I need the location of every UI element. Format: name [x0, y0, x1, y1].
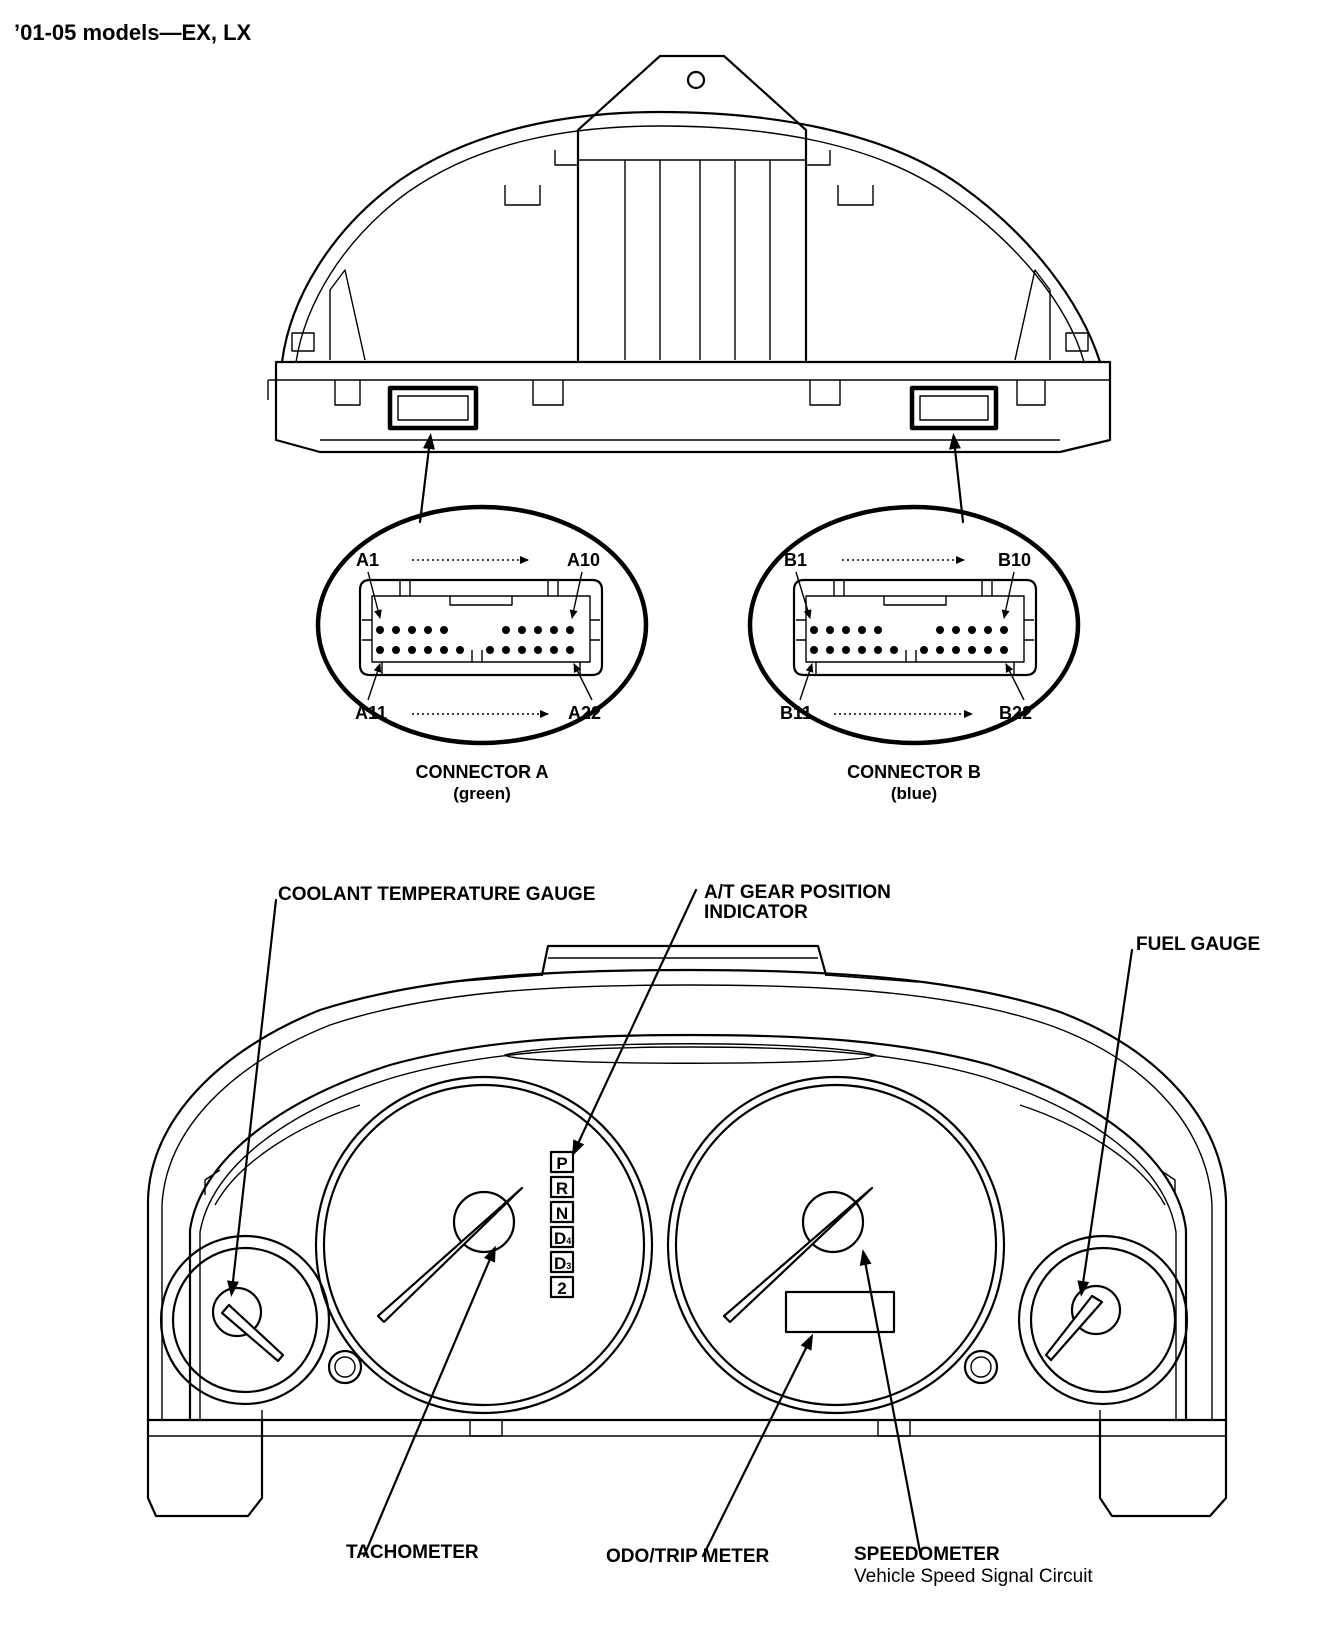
connector-pin	[810, 646, 818, 654]
connector-pin	[486, 646, 494, 654]
gear-position-box	[549, 1200, 575, 1224]
fuel-gauge-label: FUEL GAUGE	[1136, 934, 1260, 955]
connector-pin	[968, 646, 976, 654]
connector-b-pins	[810, 626, 1008, 654]
connector-pin	[408, 646, 416, 654]
gear-position-d4: D4	[554, 1229, 571, 1248]
connector-a-pin-a11: A11	[355, 703, 387, 723]
connector-pin	[920, 646, 928, 654]
connector-pin	[424, 646, 432, 654]
gear-position-p: P	[556, 1154, 567, 1173]
connector-a-pin-a10: A10	[567, 550, 600, 570]
connector-pin	[874, 626, 882, 634]
connector-a: A1 A10 A11 A22	[315, 504, 649, 746]
connector-pin	[826, 646, 834, 654]
connector-pin	[566, 626, 574, 634]
connector-pin	[890, 646, 898, 654]
connector-pin	[534, 646, 542, 654]
connector-pin	[518, 646, 526, 654]
gear-position-d3: D3	[554, 1254, 571, 1273]
connector-pin	[424, 626, 432, 634]
connector-pin	[456, 646, 464, 654]
diagram-title: ’01-05 models—EX, LX	[14, 20, 252, 45]
fuel-gauge	[1017, 1234, 1189, 1406]
coolant-needle-icon	[220, 1303, 285, 1363]
connector-b-pin-b22: B22	[999, 703, 1032, 723]
cluster-rear-view	[267, 54, 1112, 454]
gear-position-box	[549, 1175, 575, 1199]
connector-b: B1 B10 B11 B22	[747, 504, 1081, 746]
tachometer-label: TACHOMETER	[346, 1542, 479, 1563]
connector-pin	[502, 646, 510, 654]
connector-a-color: (green)	[453, 784, 511, 803]
connector-b-socket	[909, 385, 999, 431]
connector-b-pin-b10: B10	[998, 550, 1031, 570]
connector-pin	[858, 626, 866, 634]
connector-pin	[1000, 626, 1008, 634]
gear-position-r: R	[556, 1179, 568, 1198]
connector-pin	[810, 626, 818, 634]
mounting-hole-icon	[686, 70, 706, 90]
connector-pin	[534, 626, 542, 634]
coolant-temperature-gauge-label: COOLANT TEMPERATURE GAUGE	[278, 884, 595, 905]
connector-pin	[376, 626, 384, 634]
gear-position-indicator-label-2: INDICATOR	[704, 902, 808, 923]
connector-b-label: CONNECTOR B	[847, 762, 981, 782]
gear-position-n: N	[556, 1204, 568, 1223]
tachometer-needle-icon	[376, 1186, 524, 1324]
connector-pin	[952, 626, 960, 634]
vehicle-speed-signal-label: Vehicle Speed Signal Circuit	[854, 1566, 1093, 1587]
connector-pin	[518, 626, 526, 634]
connector-pin	[858, 646, 866, 654]
connector-a-pin-a1: A1	[356, 550, 379, 570]
connector-b-color: (blue)	[891, 784, 937, 803]
fuel-needle-icon	[1044, 1294, 1104, 1362]
connector-pin	[842, 646, 850, 654]
connector-pin	[826, 626, 834, 634]
speedometer-label: SPEEDOMETER	[854, 1544, 1000, 1565]
gear-position-indicator-label-1: A/T GEAR POSITION	[704, 882, 891, 903]
connector-pin	[376, 646, 384, 654]
connector-pin	[566, 646, 574, 654]
connector-pin	[392, 646, 400, 654]
speedometer	[666, 1075, 1006, 1415]
connector-pin	[550, 646, 558, 654]
gear-position-box	[549, 1250, 575, 1274]
connector-pin	[984, 626, 992, 634]
connector-pin	[392, 626, 400, 634]
connector-b-pin-b1: B1	[784, 550, 807, 570]
connector-a-socket	[387, 385, 479, 431]
connector-pin	[936, 646, 944, 654]
connector-pin	[1000, 646, 1008, 654]
speedometer-needle-icon	[722, 1186, 874, 1324]
connector-pin	[550, 626, 558, 634]
connector-pin	[968, 626, 976, 634]
connector-pin	[952, 646, 960, 654]
gear-position-box	[549, 1150, 575, 1174]
connector-a-pin-a22: A22	[568, 703, 601, 723]
connector-pin	[984, 646, 992, 654]
odo-trip-meter-label: ODO/TRIP METER	[606, 1546, 770, 1567]
connector-pin	[874, 646, 882, 654]
gear-position-2: 2	[557, 1279, 566, 1298]
connector-pin	[842, 626, 850, 634]
connector-pin	[440, 626, 448, 634]
connector-pin	[440, 646, 448, 654]
coolant-temperature-gauge	[159, 1234, 331, 1406]
connector-pin	[408, 626, 416, 634]
connector-b-pin-b11: B11	[780, 703, 812, 723]
connector-pin	[502, 626, 510, 634]
connector-a-pins	[376, 626, 574, 654]
gear-position-box	[549, 1225, 575, 1249]
tachometer	[314, 1075, 654, 1415]
connector-pin	[936, 626, 944, 634]
gear-position-box	[549, 1275, 575, 1299]
connector-a-label: CONNECTOR A	[415, 762, 548, 782]
